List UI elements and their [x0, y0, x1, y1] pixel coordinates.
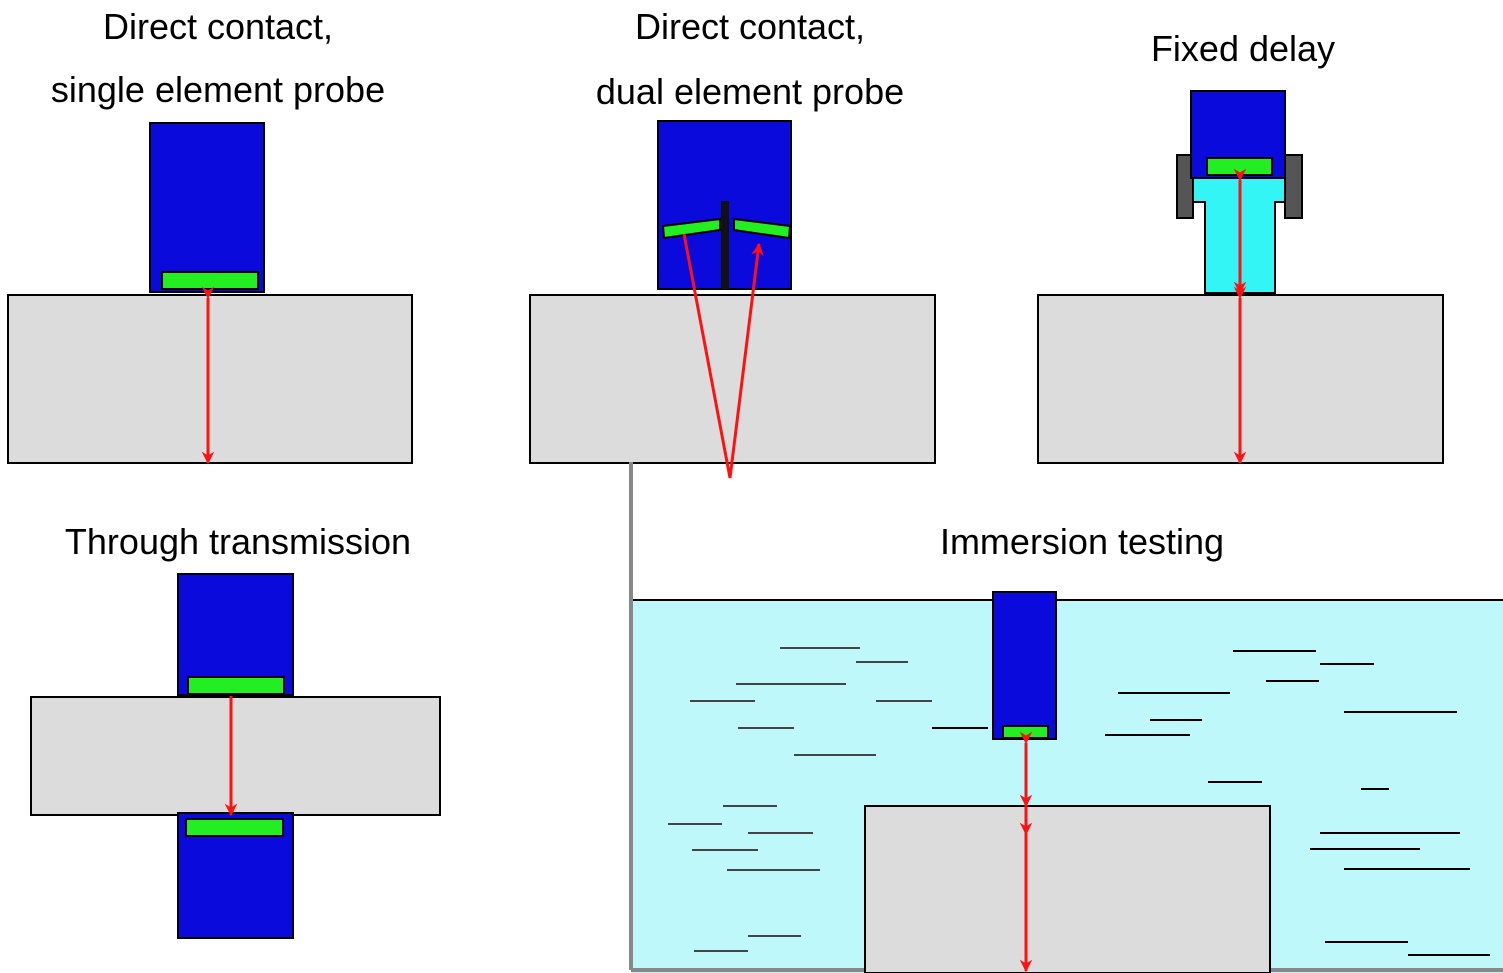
panel-single-element: Direct contact, single element probe: [7, 6, 413, 465]
test-specimen: [7, 294, 413, 464]
fixed-delay-title: Fixed delay: [1151, 28, 1335, 69]
receive-crystal-element: [733, 217, 792, 240]
panel-fixed-delay: Fixed delay: [1037, 28, 1444, 465]
test-specimen: [529, 294, 936, 464]
through-transmission-title: Through transmission: [65, 521, 411, 562]
single-element-title-line2: single element probe: [51, 69, 385, 110]
water-ripples: [668, 647, 932, 952]
crystal-element: [1206, 157, 1273, 176]
sound-path-v: [682, 233, 764, 479]
transmit-crystal-element: [661, 217, 721, 240]
test-specimen: [30, 696, 441, 816]
receiver-crystal-element: [185, 818, 284, 837]
transmitter-probe-body: [177, 573, 294, 696]
immersion-testing-title: Immersion testing: [940, 521, 1224, 562]
crystal-element: [1002, 725, 1049, 739]
probe-body: [149, 122, 265, 293]
panel-through-transmission: Through transmission: [30, 521, 441, 939]
dual-element-title-line2: dual element probe: [596, 71, 904, 112]
probe-body: [992, 591, 1057, 740]
acoustic-barrier: [721, 201, 729, 289]
transmitter-crystal-element: [187, 676, 285, 695]
panel-immersion: Immersion testing: [629, 462, 1503, 973]
crystal-element: [161, 271, 259, 290]
panel-dual-element: Direct contact, dual element probe: [529, 6, 936, 479]
dual-element-title-line1: Direct contact,: [635, 6, 865, 47]
water-ripples-dark: [932, 650, 1490, 956]
single-element-title-line1: Direct contact,: [103, 6, 333, 47]
test-specimen: [864, 805, 1271, 973]
